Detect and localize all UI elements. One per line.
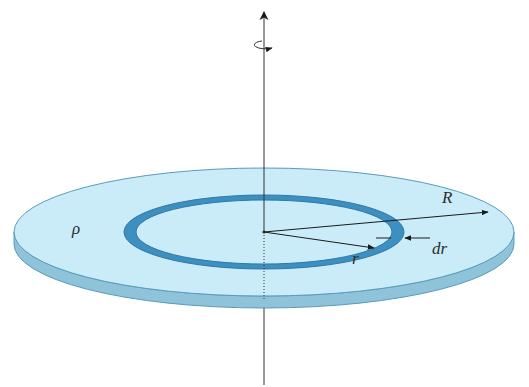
axis-hidden xyxy=(264,232,265,300)
axis-arrow xyxy=(264,12,265,232)
width-label: dr xyxy=(432,240,447,257)
density-label: ρ xyxy=(72,220,80,237)
radius-big-arrow xyxy=(264,212,488,232)
axis-line xyxy=(264,300,265,385)
width-arrow xyxy=(405,238,430,239)
radius-label: R xyxy=(442,189,452,206)
radius-small-arrow xyxy=(264,232,374,248)
rotation-arrow xyxy=(254,41,272,49)
width-tick xyxy=(376,238,391,239)
ring-radius-label: r xyxy=(352,250,359,267)
